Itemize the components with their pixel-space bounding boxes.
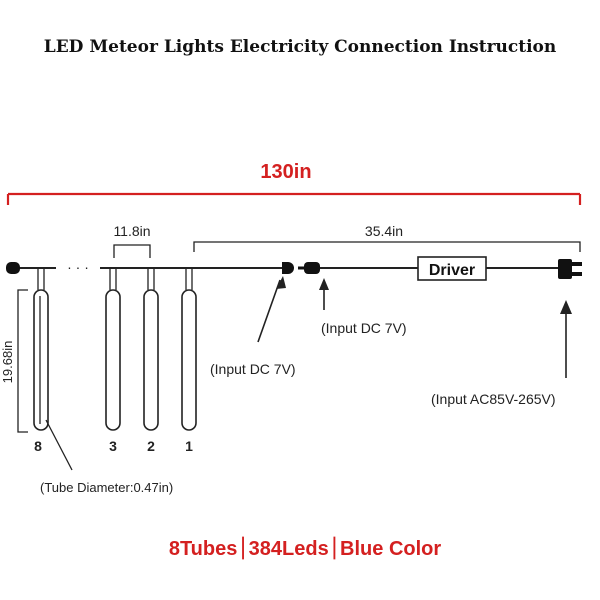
cable-length-label: 35.4in xyxy=(365,223,403,239)
tube-number-2: 2 xyxy=(147,438,155,454)
tube-8-wire xyxy=(37,268,45,290)
diagram-title: LED Meteor Lights Electricity Connection… xyxy=(44,37,557,57)
end-cap xyxy=(6,262,20,274)
tube-height-label: 19.68in xyxy=(0,341,15,384)
input-dc-right-label: (Input DC 7V) xyxy=(321,320,407,336)
tube-3-wire xyxy=(109,268,117,290)
arrow-input-ac xyxy=(560,300,572,378)
ellipsis: · · · xyxy=(67,259,89,275)
total-length-dimension xyxy=(6,192,582,205)
tube-1 xyxy=(181,289,197,431)
input-ac-label: (Input AC85V-265V) xyxy=(431,391,556,407)
tube-3 xyxy=(105,289,121,431)
tube-number-8: 8 xyxy=(34,438,42,454)
tube-2 xyxy=(143,289,159,431)
spacing-label: 11.8in xyxy=(113,223,150,239)
total-length-label: 130in xyxy=(260,161,311,183)
tube-number-3: 3 xyxy=(109,438,117,454)
arrow-input-dc-right xyxy=(319,278,329,310)
arrow-input-dc-left xyxy=(257,276,286,343)
tube-2-wire xyxy=(147,268,155,290)
dc-male-plug xyxy=(298,262,320,274)
tube-diameter-label: (Tube Diameter:0.47in) xyxy=(40,480,173,495)
dc-female-plug xyxy=(282,262,294,274)
tube-1-wire xyxy=(185,268,193,290)
tube-number-1: 1 xyxy=(185,438,193,454)
cable-length-bracket xyxy=(193,241,581,252)
tube-diameter-pointer xyxy=(45,419,73,471)
spacing-bracket xyxy=(113,244,151,258)
input-dc-left-label: (Input DC 7V) xyxy=(210,361,296,377)
tube-height-bracket xyxy=(17,289,28,433)
tube-8 xyxy=(33,289,49,431)
ac-plug xyxy=(558,259,582,279)
driver-label: Driver xyxy=(429,262,475,279)
footer-spec: 8Tubes⏐384Leds⏐Blue Color xyxy=(169,536,442,560)
